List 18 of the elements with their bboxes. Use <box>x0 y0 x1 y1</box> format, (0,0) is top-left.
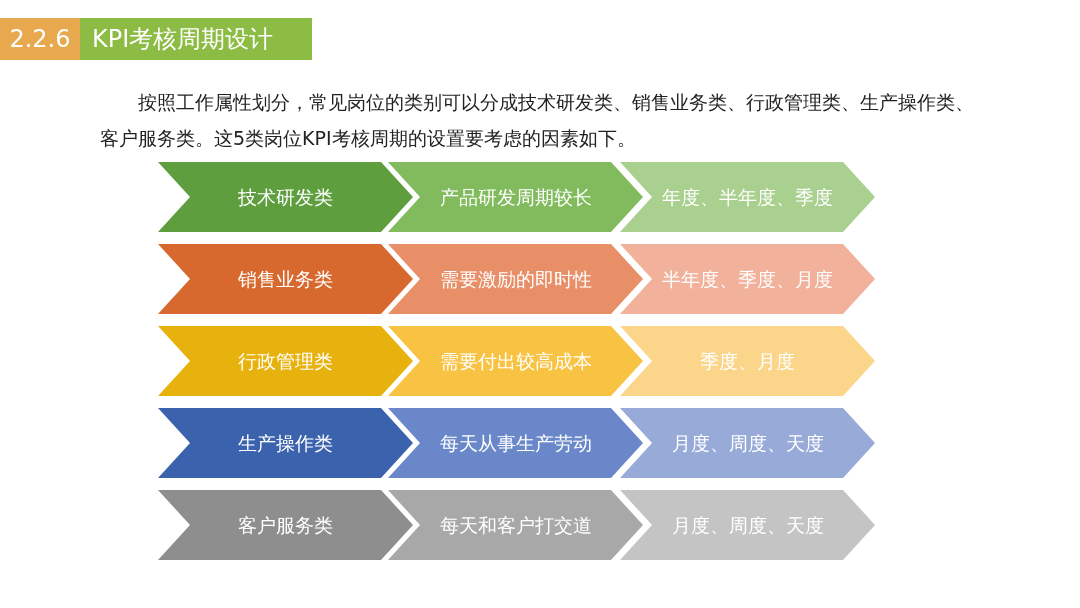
chevron-label: 技术研发类 <box>238 185 333 210</box>
chevron-label: 销售业务类 <box>238 267 333 292</box>
section-title-banner: KPI考核周期设计 <box>80 18 312 60</box>
chevron-label: 季度、月度 <box>700 349 795 374</box>
chevron-label: 客户服务类 <box>238 513 333 538</box>
chevron-label: 行政管理类 <box>238 349 333 374</box>
chevron-label: 每天和客户打交道 <box>439 513 592 538</box>
chevron-label: 年度、半年度、季度 <box>662 185 833 210</box>
chevron-label: 每天从事生产劳动 <box>439 431 592 456</box>
chevron-label: 产品研发周期较长 <box>439 185 592 210</box>
chevron-label: 半年度、季度、月度 <box>662 267 833 292</box>
chevron-label: 需要激励的即时性 <box>439 267 592 292</box>
section-number-badge: 2.2.6 <box>0 18 80 60</box>
intro-paragraph: 按照工作属性划分，常见岗位的类别可以分成技术研发类、销售业务类、行政管理类、生产操作类、客户服务类。这5类岗位KPI考核周期的设置要考虑的因素如下。 <box>100 90 975 151</box>
chevron-label: 月度、周度、天度 <box>671 431 824 456</box>
chevron-label: 月度、周度、天度 <box>671 513 824 538</box>
chevron-label: 生产操作类 <box>238 431 333 456</box>
chevron-label: 需要付出较高成本 <box>439 349 592 374</box>
